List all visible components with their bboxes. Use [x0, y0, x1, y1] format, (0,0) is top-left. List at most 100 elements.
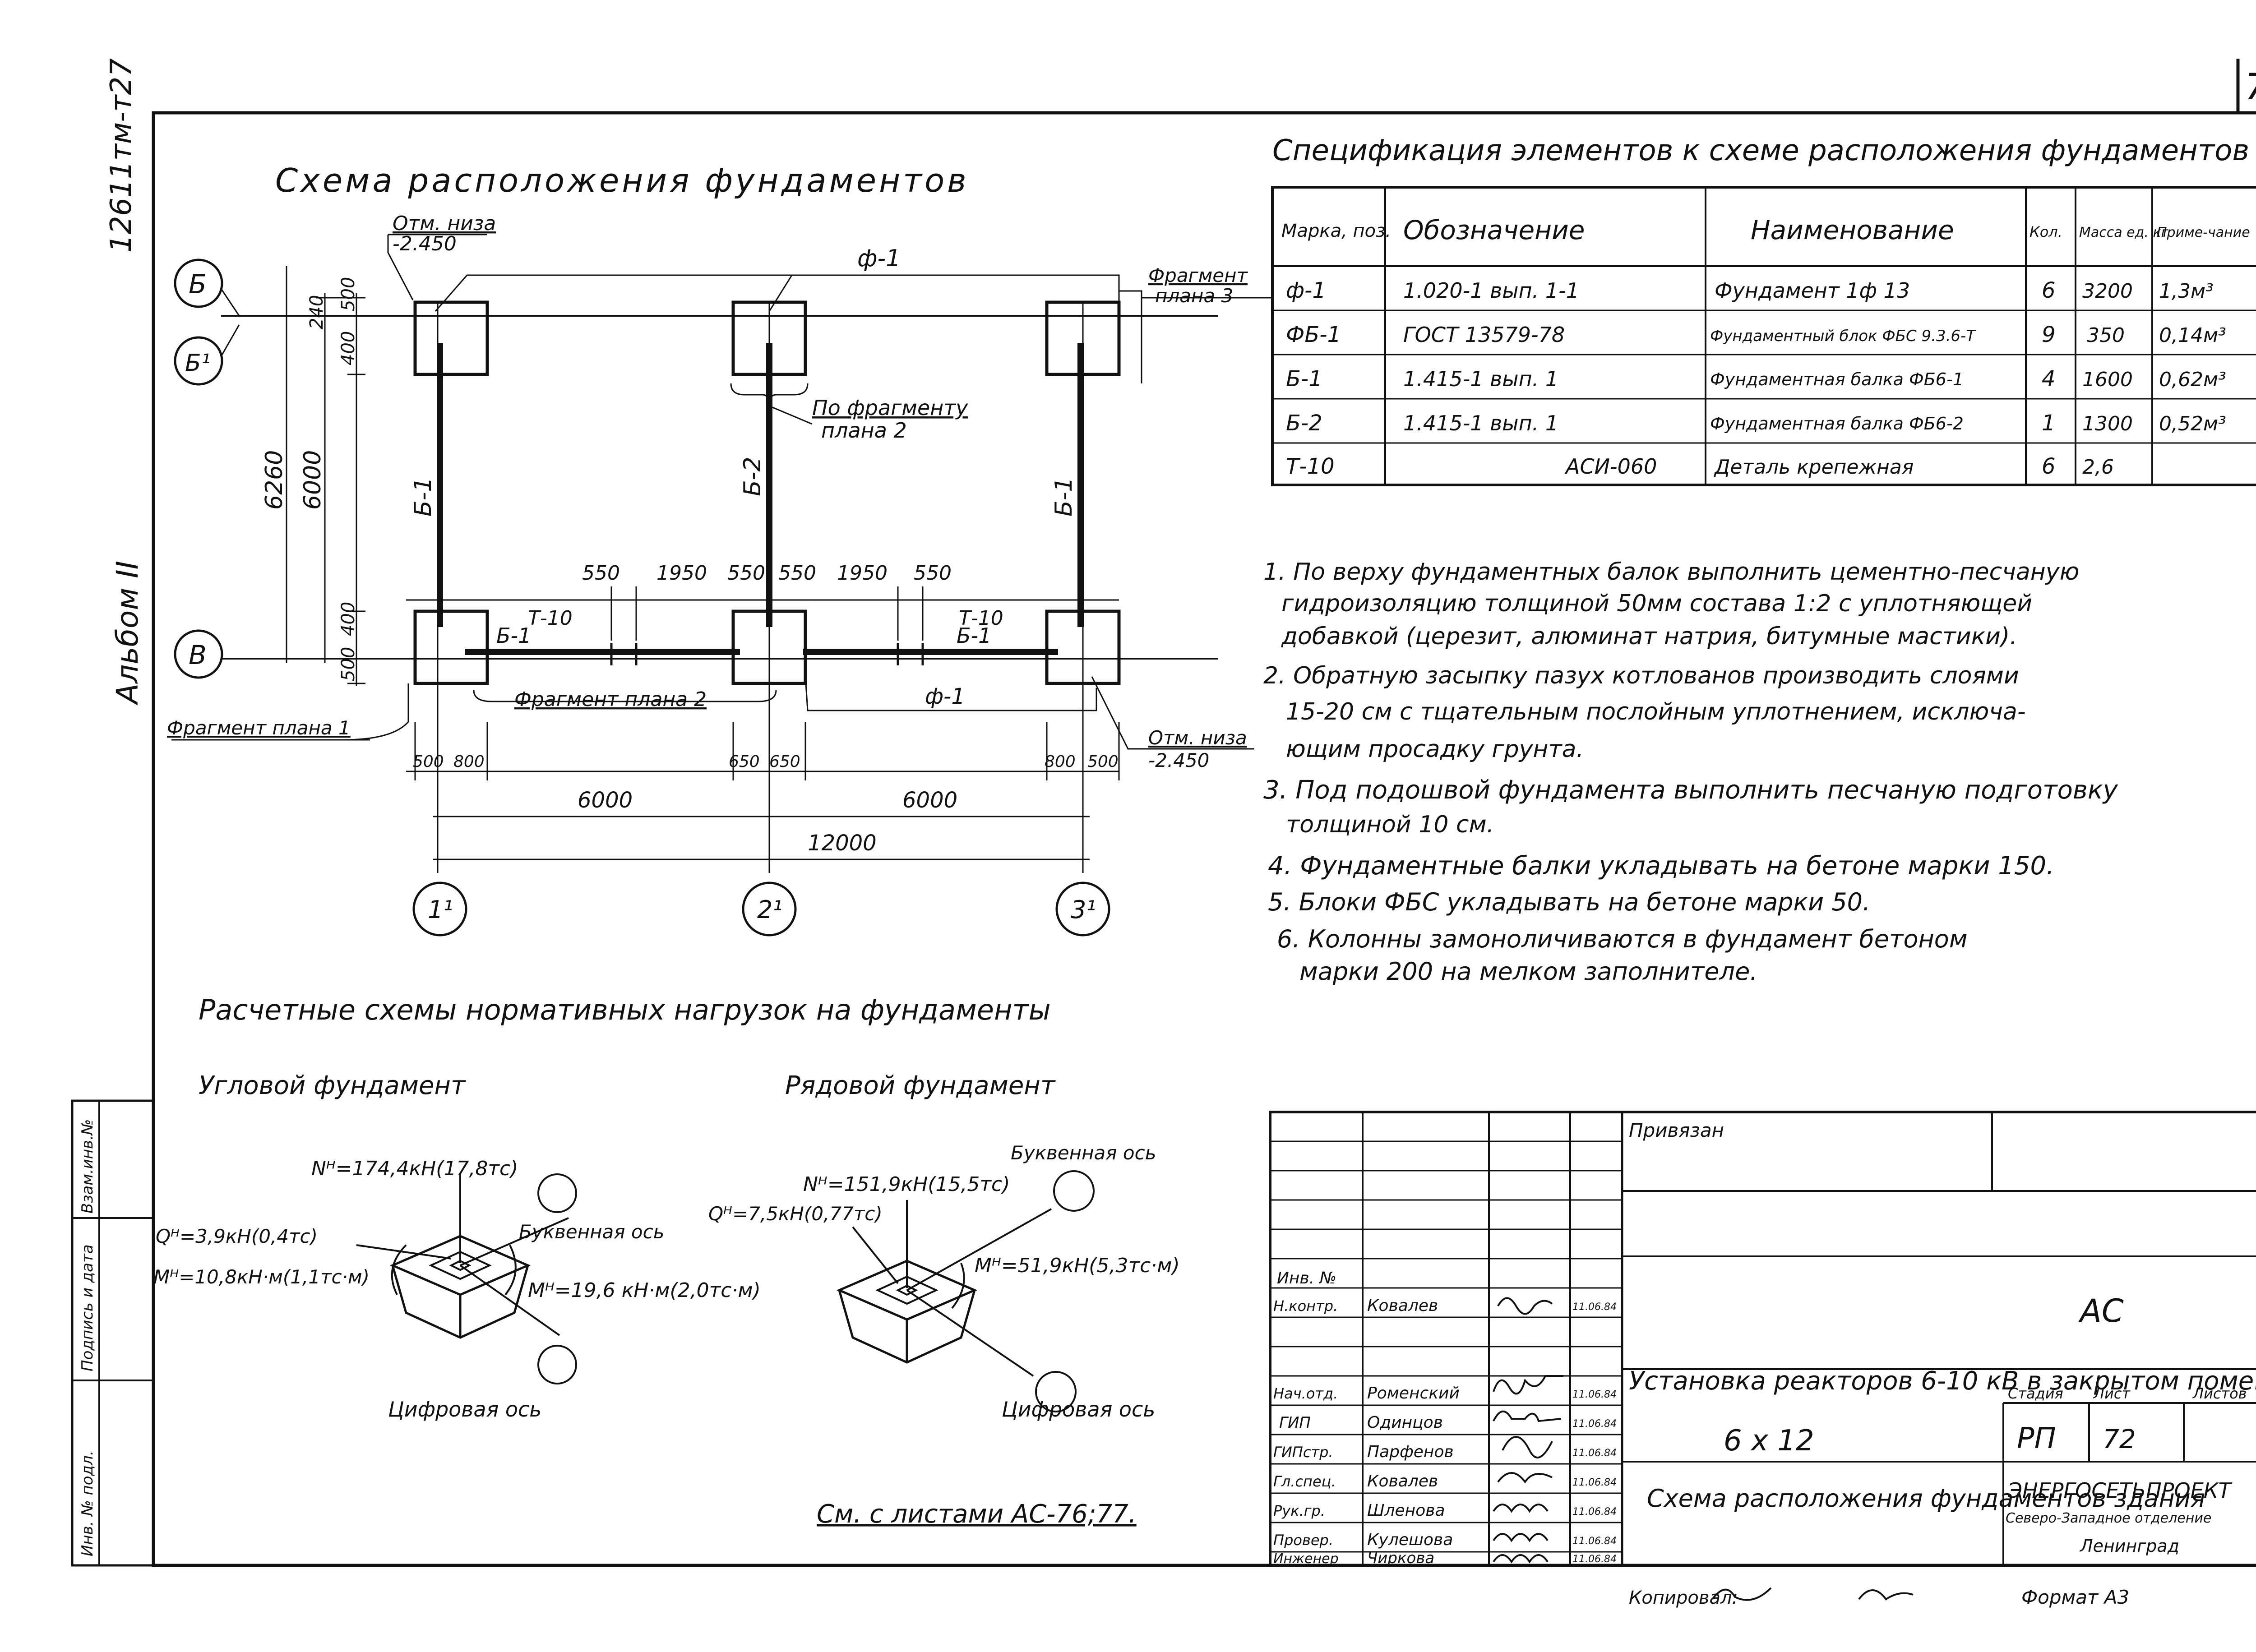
spec-cell: 9 [2042, 322, 2056, 347]
spec-cell: 1.415-1 вып. 1 [1403, 411, 1558, 435]
tb-person: Кулешова [1367, 1531, 1453, 1549]
dimension-text: 6000 [578, 788, 633, 813]
axis-label: В [189, 640, 207, 670]
dimension-text: 550 [582, 562, 620, 585]
corner-foundation-title: Угловой фундамент [199, 1071, 466, 1100]
t10-label: Т-10 [528, 607, 573, 630]
tb-date: 11.06.84 [1572, 1418, 1617, 1430]
tb-person: Одинцов [1367, 1413, 1443, 1432]
note-line: добавкой (церезит, алюминат натрия, биту… [1281, 623, 2017, 650]
spec-cell: 2,6 [2082, 456, 2114, 479]
spec-cell: 3200 [2082, 280, 2133, 303]
dimension-text: 500 [338, 647, 359, 681]
fragment-label: плана 2 [821, 418, 907, 443]
note-line: марки 200 на мелком заполнителе. [1299, 957, 1757, 986]
dimension-text: 6000 [299, 450, 326, 510]
note-line: толщиной 10 см. [1286, 811, 1494, 838]
axis-caption: Буквенная ось [519, 1221, 664, 1243]
dimension-text: 12000 [808, 831, 877, 856]
dimension-text: 400 [338, 602, 359, 636]
note-line: 2. Обратную засыпку пазух котлованов про… [1263, 662, 2019, 689]
axis-label: Б [189, 269, 207, 300]
spec-cell: Фундамент 1ф 13 [1715, 278, 1910, 303]
spec-cell: 1 [2042, 411, 2056, 436]
dimension-text: 550 [778, 562, 816, 585]
row-foundation-scheme [836, 1170, 1095, 1412]
spec-cell: Б-1 [1286, 366, 1322, 392]
dimension-text: 1950 [837, 562, 888, 585]
tb-person: Ковалев [1367, 1472, 1438, 1490]
dimension-text: 400 [338, 331, 359, 365]
tb-date: 11.06.84 [1572, 1389, 1617, 1400]
tb-date: 11.06.84 [1572, 1477, 1617, 1488]
spec-cell: ФБ-1 [1286, 322, 1341, 347]
fragment-label: плана 3 [1155, 285, 1233, 307]
spec-cell: АСИ-060 [1564, 454, 1657, 479]
spec-cell: 1.415-1 вып. 1 [1403, 367, 1558, 391]
note-line: 5. Блоки ФБС укладывать на бетоне марки … [1268, 888, 1870, 916]
spec-cell: 1600 [2082, 368, 2133, 391]
load-label: Nᴴ=151,9кН(15,5тс) [803, 1173, 1010, 1196]
beam-label: Б-1 [410, 477, 437, 517]
dimension-text: 550 [914, 562, 952, 585]
spec-cell: Т-10 [1286, 454, 1335, 479]
tb-date: 11.06.84 [1572, 1301, 1617, 1313]
spec-row: Б-1 1.415-1 вып. 1 Фундаментная балка ФБ… [1286, 366, 2226, 392]
tb-role: Н.контр. [1273, 1297, 1338, 1315]
spec-header: Наименование [1751, 215, 1954, 245]
tb-date: 11.06.84 [1572, 1448, 1617, 1459]
tb-sheet: 72 [2103, 1424, 2136, 1454]
fragment-label: Фрагмент плана 1 [167, 717, 351, 739]
spec-cell: 350 [2087, 324, 2125, 347]
dimension-text: 500 [1087, 752, 1119, 771]
tb-sheet-header: Лист [2093, 1385, 2131, 1402]
side-code: 12611тм-т27 [105, 58, 138, 253]
spec-cell: 0,52м³ [2159, 412, 2226, 435]
tb-role: Провер. [1273, 1532, 1333, 1549]
tb-project-line: Установка реакторов 6-10 кВ в закрытом п… [1629, 1366, 2256, 1396]
tb-format: Формат А3 [2021, 1586, 2129, 1608]
tb-project: Установка реакторов 6-10 кВ в закрытом п… [1629, 1366, 2256, 1396]
tb-org: Ленинград [2079, 1536, 2179, 1556]
corner-foundation-scheme [356, 1173, 577, 1384]
spec-cell: 6 [2042, 454, 2056, 479]
dimension-text: 500 [413, 752, 444, 771]
elevation-label: -2.450 [393, 232, 457, 255]
axis-caption: Цифровая ось [1002, 1397, 1155, 1421]
elevation-label: Отм. низа [393, 212, 496, 235]
note-line: 1. По верху фундаментных балок выполнить… [1263, 558, 2079, 586]
tb-role: Нач.отд. [1273, 1385, 1338, 1402]
dimension-text: 650 [769, 752, 800, 771]
dimension-text: 800 [453, 752, 485, 771]
tb-person: Шленова [1367, 1501, 1445, 1520]
tb-role: Рук.гр. [1273, 1502, 1325, 1519]
spec-title: Спецификация элементов к схеме расположе… [1272, 134, 2249, 167]
foundation-f1 [413, 609, 489, 685]
label-f1: ф-1 [925, 684, 965, 709]
dimension-lines [280, 266, 1120, 860]
note-line: 15-20 см с тщательным послойным уплотнен… [1286, 698, 2026, 725]
dimension-text: 650 [729, 752, 760, 771]
tb-person: Чиркова [1367, 1549, 1434, 1567]
spec-cell: ГОСТ 13579-78 [1403, 323, 1565, 347]
notes: 1. По верху фундаментных балок выполнить… [1263, 558, 2118, 986]
dimension-text: 550 [727, 562, 765, 585]
tb-org: ЭНЕРГОСЕТЬПРОЕКТ [2007, 1478, 2233, 1503]
note-line: 3. Под подошвой фундамента выполнить пес… [1263, 775, 2118, 805]
axis-caption: Цифровая ось [388, 1397, 541, 1421]
page-number: 73 [2245, 66, 2256, 108]
tb-signature-rows: Н.контр. Ковалев 11.06.84 Нач.отд. Ромен… [1273, 1297, 1617, 1567]
note-line: ющим просадку грунта. [1286, 736, 1584, 763]
label-f1: ф-1 [857, 245, 901, 272]
note-line: гидроизоляцию толщиной 50мм состава 1:2 … [1281, 590, 2032, 617]
axis-label: 2¹ [757, 895, 782, 924]
dimension-text: 6000 [902, 788, 957, 813]
axis-bubbles [174, 258, 1110, 937]
axis-label: 3¹ [1071, 895, 1096, 924]
axis-caption: Буквенная ось [1011, 1142, 1156, 1164]
dimension-text: 500 [338, 277, 359, 311]
tb-org: Северо-Западное отделение [2006, 1510, 2211, 1526]
tb-role: ГИП [1279, 1414, 1311, 1432]
album-label: Альбом II [110, 561, 145, 706]
tb-drawing-title: Схема расположения фундаментов здания [1647, 1484, 2205, 1513]
